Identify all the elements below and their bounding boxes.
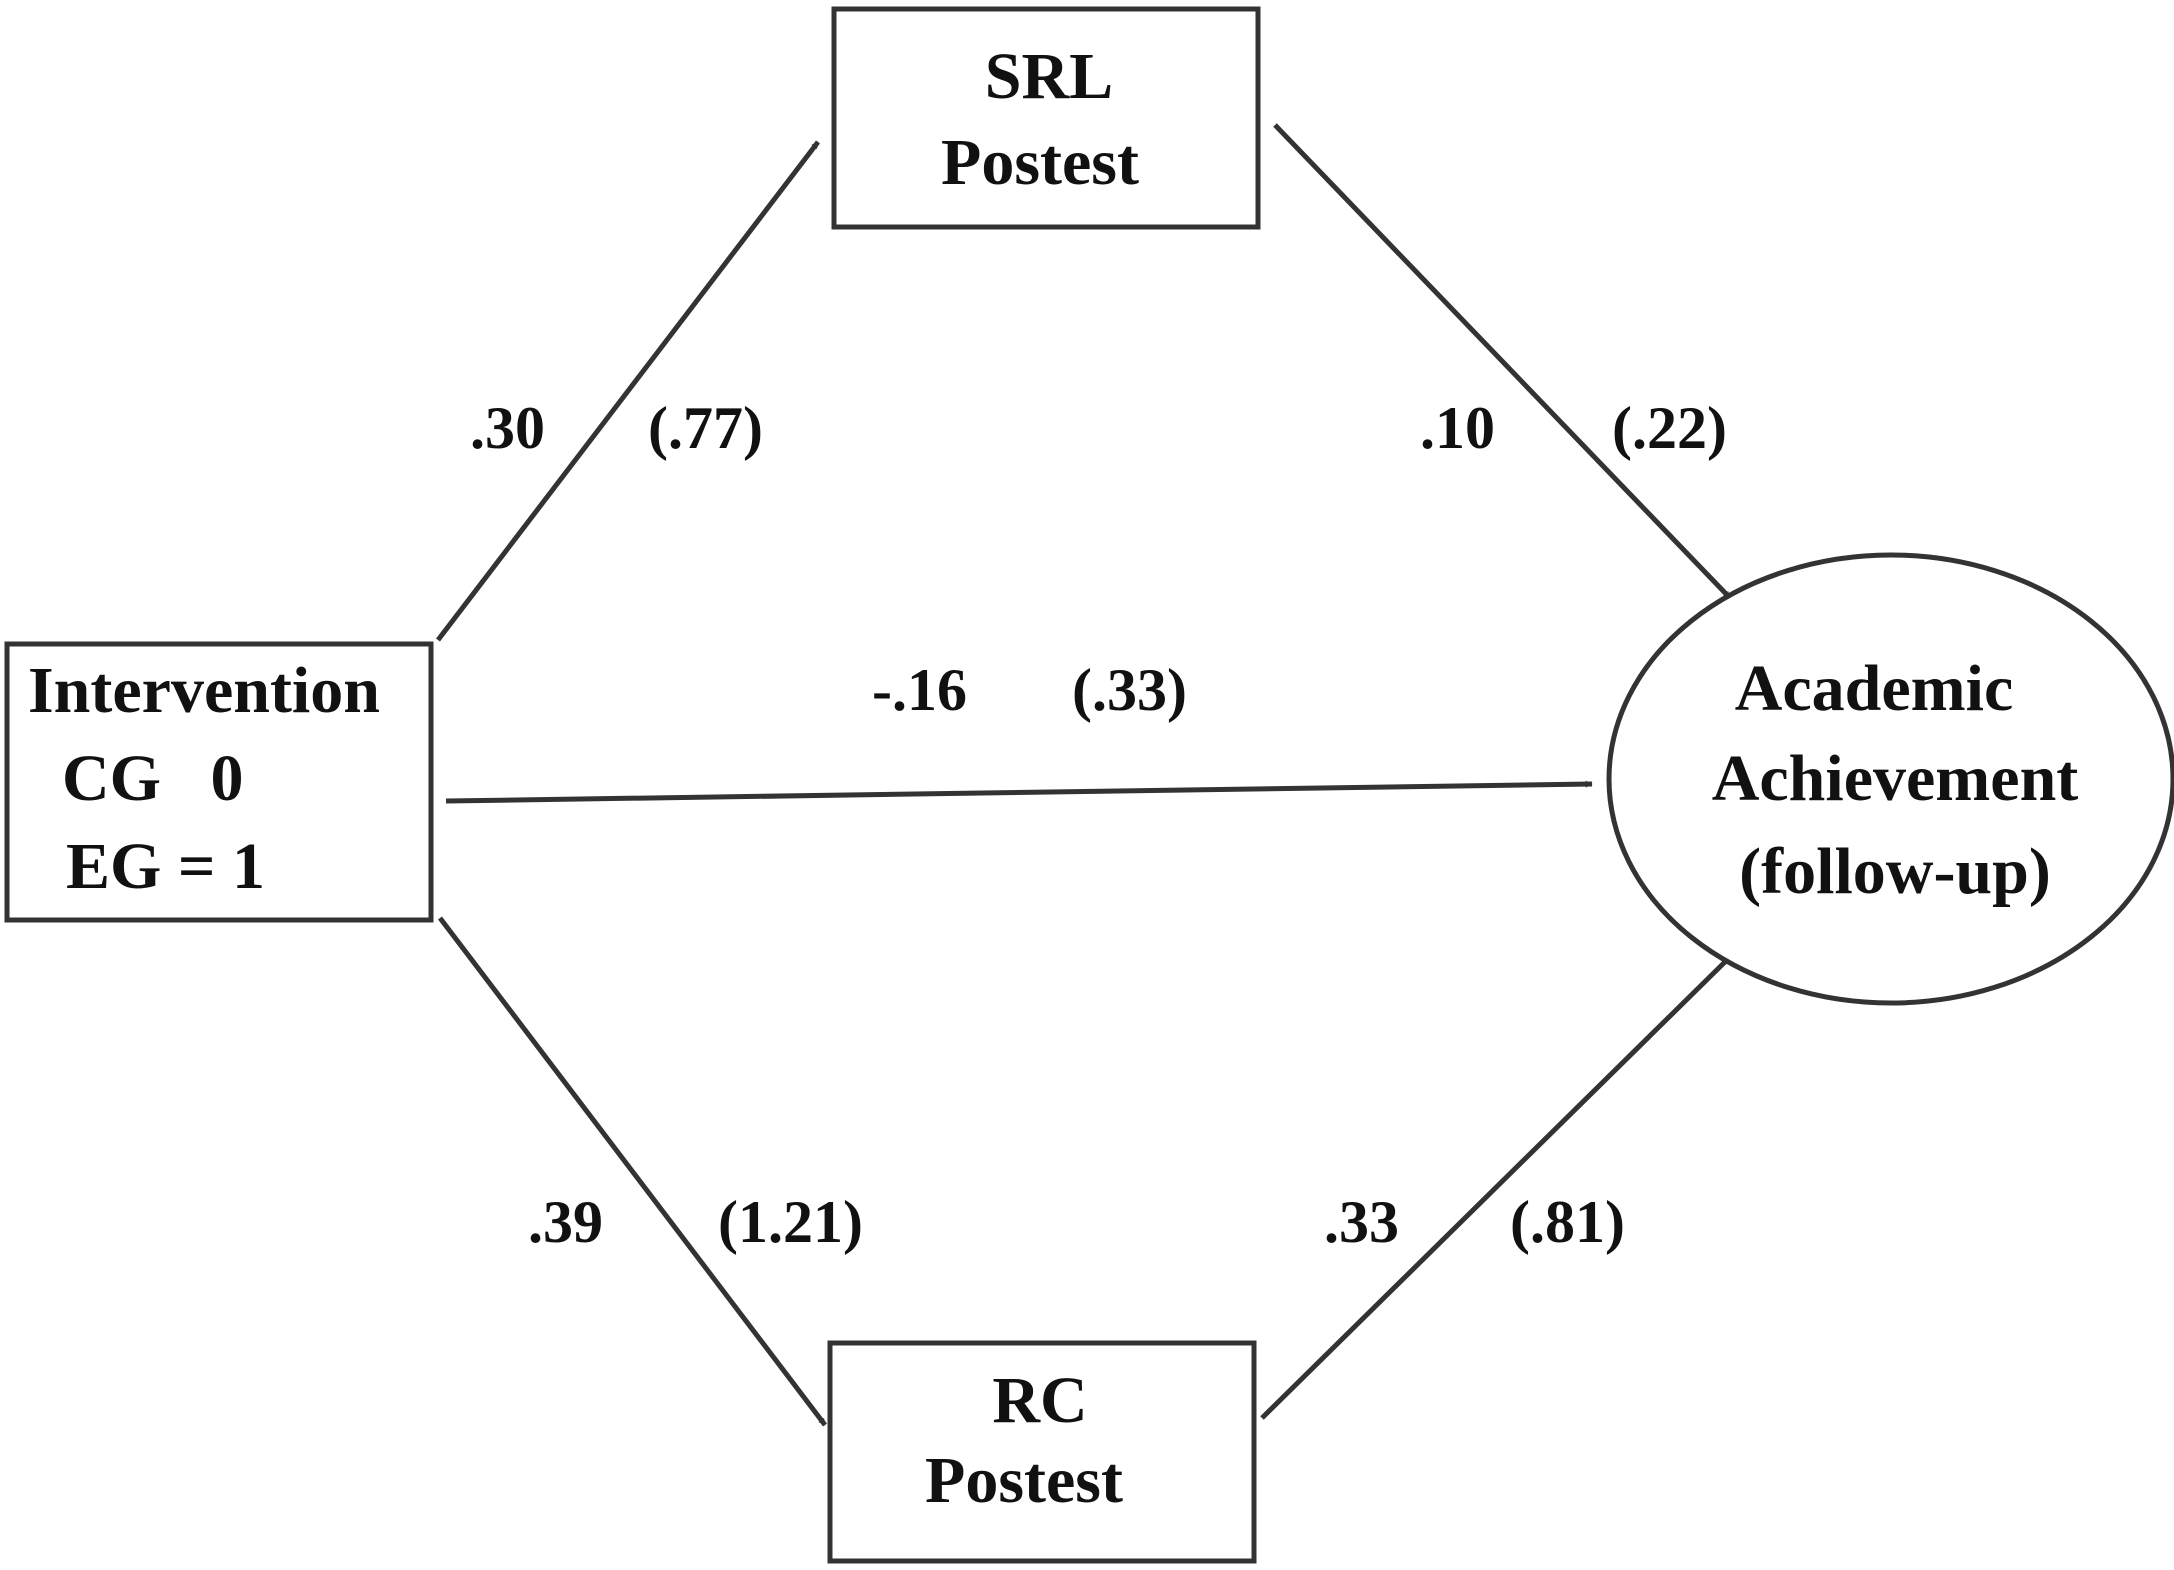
- srl-posttest-label-line2: Postest: [941, 126, 1139, 199]
- node-srl-posttest: SRL Postest: [831, 6, 1261, 230]
- standard-error-rc-to-achievement: (.81): [1510, 1189, 1625, 1255]
- intervention-label-line3: EG = 1: [66, 830, 265, 903]
- rc-posttest-box: [827, 1340, 1257, 1564]
- standard-error-srl-to-achievement: (.22): [1612, 395, 1727, 461]
- academic-achievement-ellipse: [1606, 552, 2174, 1006]
- coefficient-intervention-to-srl: .30: [470, 395, 545, 461]
- node-intervention: Intervention CG 0 EG = 1: [4, 641, 434, 923]
- arrow-intervention-to-rc: [438, 916, 827, 1427]
- arrow-intervention-to-achievement: [445, 780, 1593, 804]
- rc-posttest-label-line1: RC: [992, 1364, 1087, 1437]
- coefficient-intervention-to-rc: .39: [528, 1189, 603, 1255]
- srl-posttest-label-line1: SRL: [985, 40, 1113, 113]
- coefficient-intervention-to-achievement: -.16: [872, 657, 967, 723]
- academic-achievement-label-line3: (follow-up): [1739, 835, 2051, 908]
- rc-posttest-label-line2: Postest: [925, 1444, 1123, 1517]
- intervention-box: [4, 641, 434, 923]
- path-labels: .30 (.77) .10 (.22) -.16 (.33) .39 (1.21…: [470, 395, 1727, 1255]
- arrow-intervention-to-srl: [436, 140, 820, 642]
- coefficient-srl-to-achievement: .10: [1420, 395, 1495, 461]
- standard-error-intervention-to-srl: (.77): [648, 395, 763, 461]
- srl-posttest-box: [831, 6, 1261, 230]
- edges: [436, 123, 1734, 1427]
- coefficient-rc-to-achievement: .33: [1324, 1189, 1399, 1255]
- arrow-rc-to-achievement: [1260, 953, 1734, 1420]
- node-rc-posttest: RC Postest: [827, 1340, 1257, 1564]
- academic-achievement-label-line1: Academic: [1735, 652, 2014, 725]
- standard-error-intervention-to-achievement: (.33): [1072, 657, 1187, 723]
- standard-error-intervention-to-rc: (1.21): [718, 1189, 863, 1255]
- intervention-label-line1: Intervention: [28, 654, 380, 727]
- node-academic-achievement: Academic Achievement (follow-up): [1606, 552, 2174, 1006]
- arrow-srl-to-achievement: [1273, 123, 1732, 600]
- academic-achievement-label-line2: Achievement: [1712, 742, 2079, 815]
- intervention-label-line2: CG 0: [62, 742, 244, 815]
